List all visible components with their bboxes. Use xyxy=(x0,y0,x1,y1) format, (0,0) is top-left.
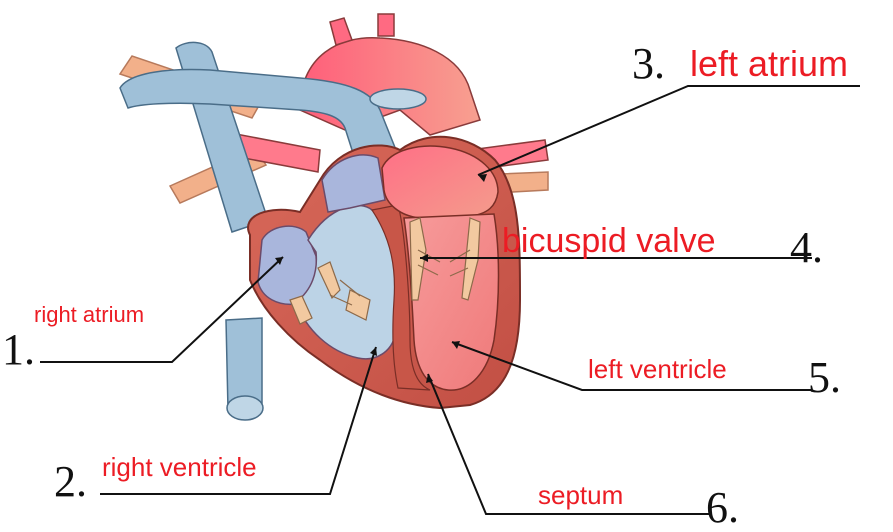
label-answer-6: septum xyxy=(538,480,623,510)
label-answer-2: right ventricle xyxy=(102,452,257,482)
label-answer-1: right atrium xyxy=(34,302,144,327)
label-number-6: 6. xyxy=(706,483,739,527)
label-number-5: 5. xyxy=(808,353,841,402)
label-number-4: 4. xyxy=(790,223,823,272)
label-answer-4: bicuspid valve xyxy=(502,222,716,260)
inferior-vena-cava-opening xyxy=(227,396,263,420)
label-answer-5: left ventricle xyxy=(588,354,727,384)
label-number-3: 3. xyxy=(632,39,665,88)
aorta-branch-1 xyxy=(330,18,352,45)
pulmonary-trunk-opening xyxy=(370,89,426,109)
label-answer-3: left atrium xyxy=(690,43,848,84)
aorta-branch-2 xyxy=(378,14,394,36)
label-number-1: 1. xyxy=(2,325,35,374)
label-number-2: 2. xyxy=(54,457,87,506)
